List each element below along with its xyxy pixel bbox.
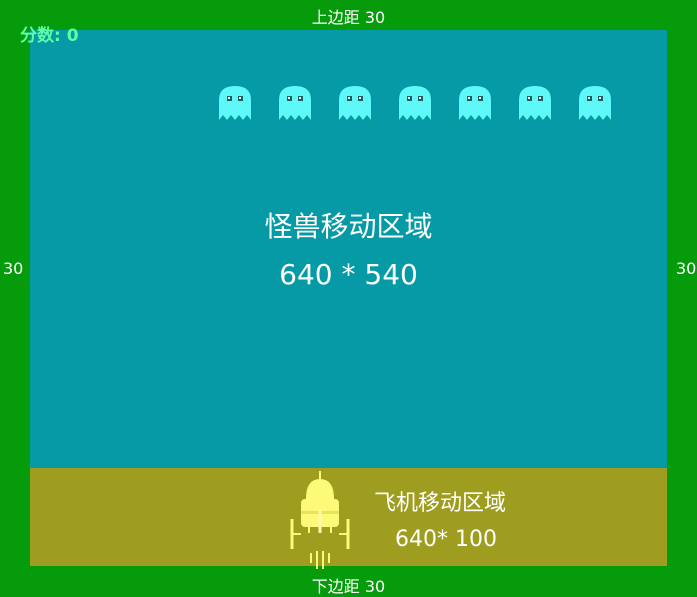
plane-movement-area xyxy=(30,468,667,566)
ghost-icon xyxy=(579,86,611,120)
score-label: 分数: 0 xyxy=(20,26,79,46)
plane-area-size: 640* 100 xyxy=(395,527,497,552)
plane-area-title: 飞机移动区域 xyxy=(374,491,507,516)
ghost-icon xyxy=(459,86,491,120)
ghost-icon xyxy=(279,86,311,120)
monster-area-title: 怪兽移动区域 xyxy=(264,210,433,243)
spaceship-icon[interactable] xyxy=(287,471,353,571)
top-margin-label: 上边距 30 xyxy=(311,8,386,27)
monster-area-size: 640 * 540 xyxy=(279,258,418,291)
ghost-icon xyxy=(219,86,251,120)
ghost-icon xyxy=(339,86,371,120)
ghost-icon xyxy=(399,86,431,120)
right-margin-label: 30 xyxy=(676,259,697,278)
ghost-icon xyxy=(519,86,551,120)
left-margin-label: 30 xyxy=(3,259,24,278)
bottom-margin-label: 下边距 30 xyxy=(311,577,386,596)
